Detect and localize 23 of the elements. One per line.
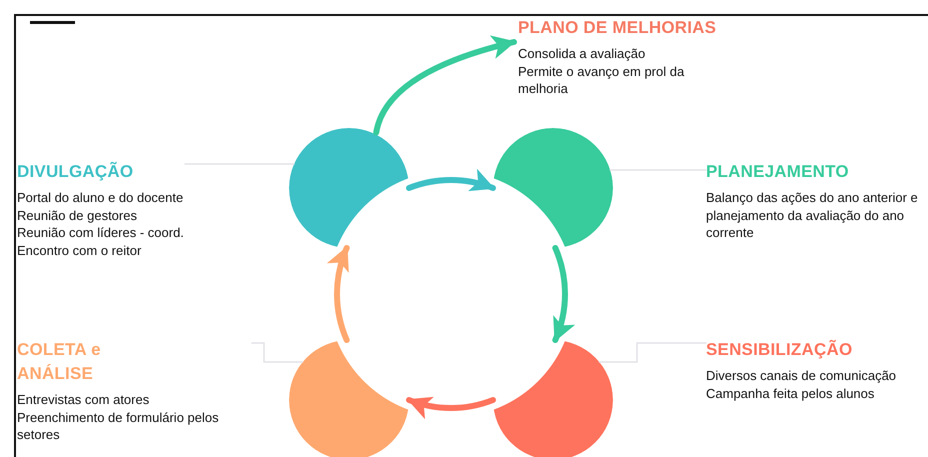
arrow (406, 170, 496, 193)
step-description: Consolida a avaliação (518, 45, 646, 62)
step-description: Preenchimento de formulário pelos setores (17, 408, 220, 444)
step-description: Permite o avanço em prol da melhoria (518, 62, 686, 98)
arrow (373, 36, 517, 136)
step-description: Reunião com líderes - coord. (17, 224, 185, 242)
step-heading: COLETA e ANÁLISE (17, 339, 102, 385)
step-description: Encontro com o reitor (17, 242, 142, 259)
arrow (328, 244, 350, 344)
step-heading: SENSIBILIZAÇÃO (706, 338, 854, 361)
step-description: Diversos canais de comunicação (706, 367, 898, 384)
leader-line (598, 342, 707, 363)
step-description: Reunião de gestores (17, 206, 138, 224)
step-description: Balanço das ações do ano anterior e planejamento da avaliação do ano corrente (706, 189, 919, 242)
step-description: Campanha feita pelos alunos (706, 384, 876, 402)
arrow (406, 395, 496, 418)
step-heading: PLANO DE MELHORIAS (518, 17, 718, 39)
step-heading: PLANEJAMENTO (706, 161, 850, 183)
step-description: Portal do aluno e do docente (17, 189, 184, 206)
step-description: Entrevistas com atores (17, 391, 150, 408)
arrow (552, 244, 574, 344)
leader-line (251, 342, 304, 363)
step-heading: DIVULGAÇÃO (17, 160, 134, 183)
